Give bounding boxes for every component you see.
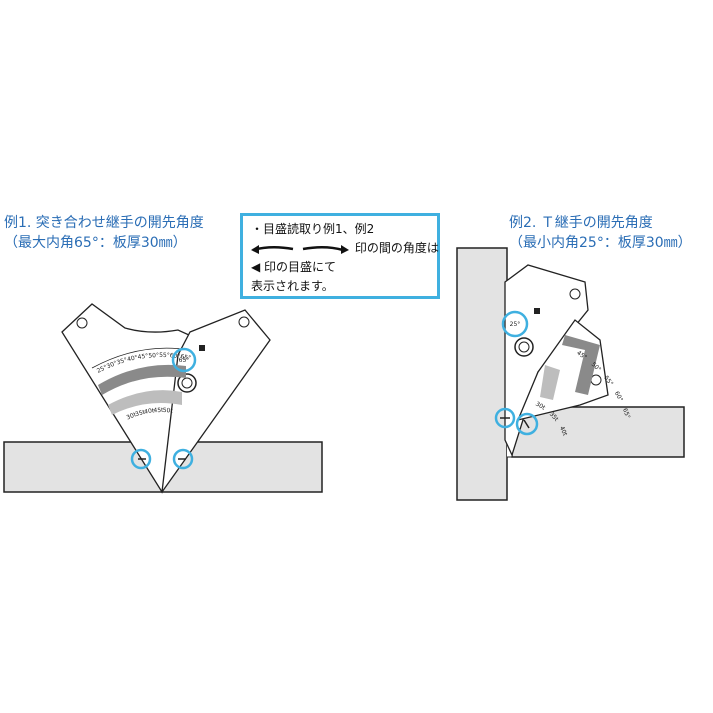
- highlight-ring-left-contact: [130, 448, 152, 470]
- example2-caption: 例2. Ｔ継手の開先角度 （最小内角25°：板厚30㎜）: [509, 213, 692, 253]
- reading-legend-box: ・目盛読取り例1、例2 印の間の角度は ◀ 印の目盛にて 表示されます。: [240, 213, 440, 299]
- example2-title: 例2. Ｔ継手の開先角度: [509, 215, 653, 231]
- gauge2-hole-icon: [569, 288, 581, 300]
- scale2-upper-tick-label: 65°: [621, 407, 631, 419]
- gauge-hole-icon: [76, 317, 88, 329]
- gauge-pivot-inner-icon: [181, 377, 193, 389]
- scale2-lower-tick-label: 30t: [534, 401, 547, 412]
- highlight-ring-scale: [171, 347, 197, 373]
- brand-logo-icon-2: [534, 308, 540, 314]
- scale1-upper-tick-label: 35°: [116, 357, 128, 367]
- scale1-upper-tick-label: 25°: [96, 364, 109, 375]
- t-joint-vertical-plate: [456, 247, 508, 501]
- scale1-lower-tick-label: 35t: [134, 409, 146, 419]
- scale1-upper-tick-label: 40°: [127, 354, 139, 363]
- example1-caption: 例1. 突き合わせ継手の開先角度 （最大内角65°：板厚30㎜）: [4, 213, 204, 253]
- scale2-band-light: [540, 365, 560, 400]
- example1-title: 例1. 突き合わせ継手の開先角度: [4, 215, 204, 231]
- highlight-ring-scale-2: [501, 310, 529, 338]
- example2-subtitle: （最小内角25°：板厚30㎜）: [509, 235, 692, 251]
- scale2-upper-tick-label: 45°: [575, 350, 588, 362]
- highlight-ring-right-contact: [172, 448, 194, 470]
- brand-logo-icon: [199, 345, 205, 351]
- scale2-lower-tick-label: 40t: [558, 425, 569, 438]
- scale2-band-dark: [562, 335, 600, 395]
- scale1-upper-tick-label: 55°: [159, 352, 170, 359]
- scale-band-light: [108, 390, 182, 415]
- scale1-upper-tick-label: 50°: [148, 352, 159, 360]
- scale1-upper-tick-label: 30°: [106, 360, 118, 370]
- scale2-upper-tick-label: 60°: [613, 390, 624, 403]
- scale1-lower-tick-label: 30t: [125, 411, 137, 421]
- highlight-value-label: 65°: [179, 357, 190, 364]
- legend-line-3: ◀ 印の目盛にて: [251, 260, 337, 274]
- gauge-right-arm: [161, 309, 271, 493]
- scale1-upper-tick-label: 65°: [180, 353, 192, 362]
- gauge-hole-icon: [238, 316, 250, 328]
- scale1-lower-tick-label: 40t: [144, 407, 156, 416]
- scale1-lower-tick-label: 50t: [162, 407, 173, 415]
- scale-upper-labels: 25°30°35°40°45°50°55°60°65°: [96, 352, 192, 375]
- highlight-ring-contact-vertical: [494, 407, 516, 429]
- legend-line-2: 印の間の角度は: [354, 241, 439, 255]
- example1-subtitle: （最大内角65°：板厚30㎜）: [4, 235, 187, 251]
- contact-mark-horizontal: [523, 419, 530, 429]
- scale-band-dark: [98, 364, 186, 395]
- legend-line-2-row: 印の間の角度は: [251, 239, 439, 258]
- brand-plate-2: [532, 306, 568, 320]
- scale1-lower-tick-label: 45t: [153, 407, 164, 414]
- legend-line-4: 表示されます。: [251, 279, 334, 293]
- highlight-value-label-2: 25°: [510, 321, 521, 328]
- scale1-upper-tick-label: 45°: [137, 353, 149, 361]
- legend-line-1: ・目盛読取り例1、例2: [251, 222, 375, 236]
- highlight-ring-contact-horizontal: [515, 412, 539, 436]
- t-joint-horizontal-plate: [511, 406, 685, 458]
- gauge2-hole-icon: [590, 374, 602, 386]
- brand-plate: [197, 343, 233, 357]
- scale1-upper-tick-label: 60°: [169, 352, 180, 360]
- double-arrow-icon: [251, 244, 349, 254]
- gauge2-pivot-inner-icon: [518, 341, 530, 353]
